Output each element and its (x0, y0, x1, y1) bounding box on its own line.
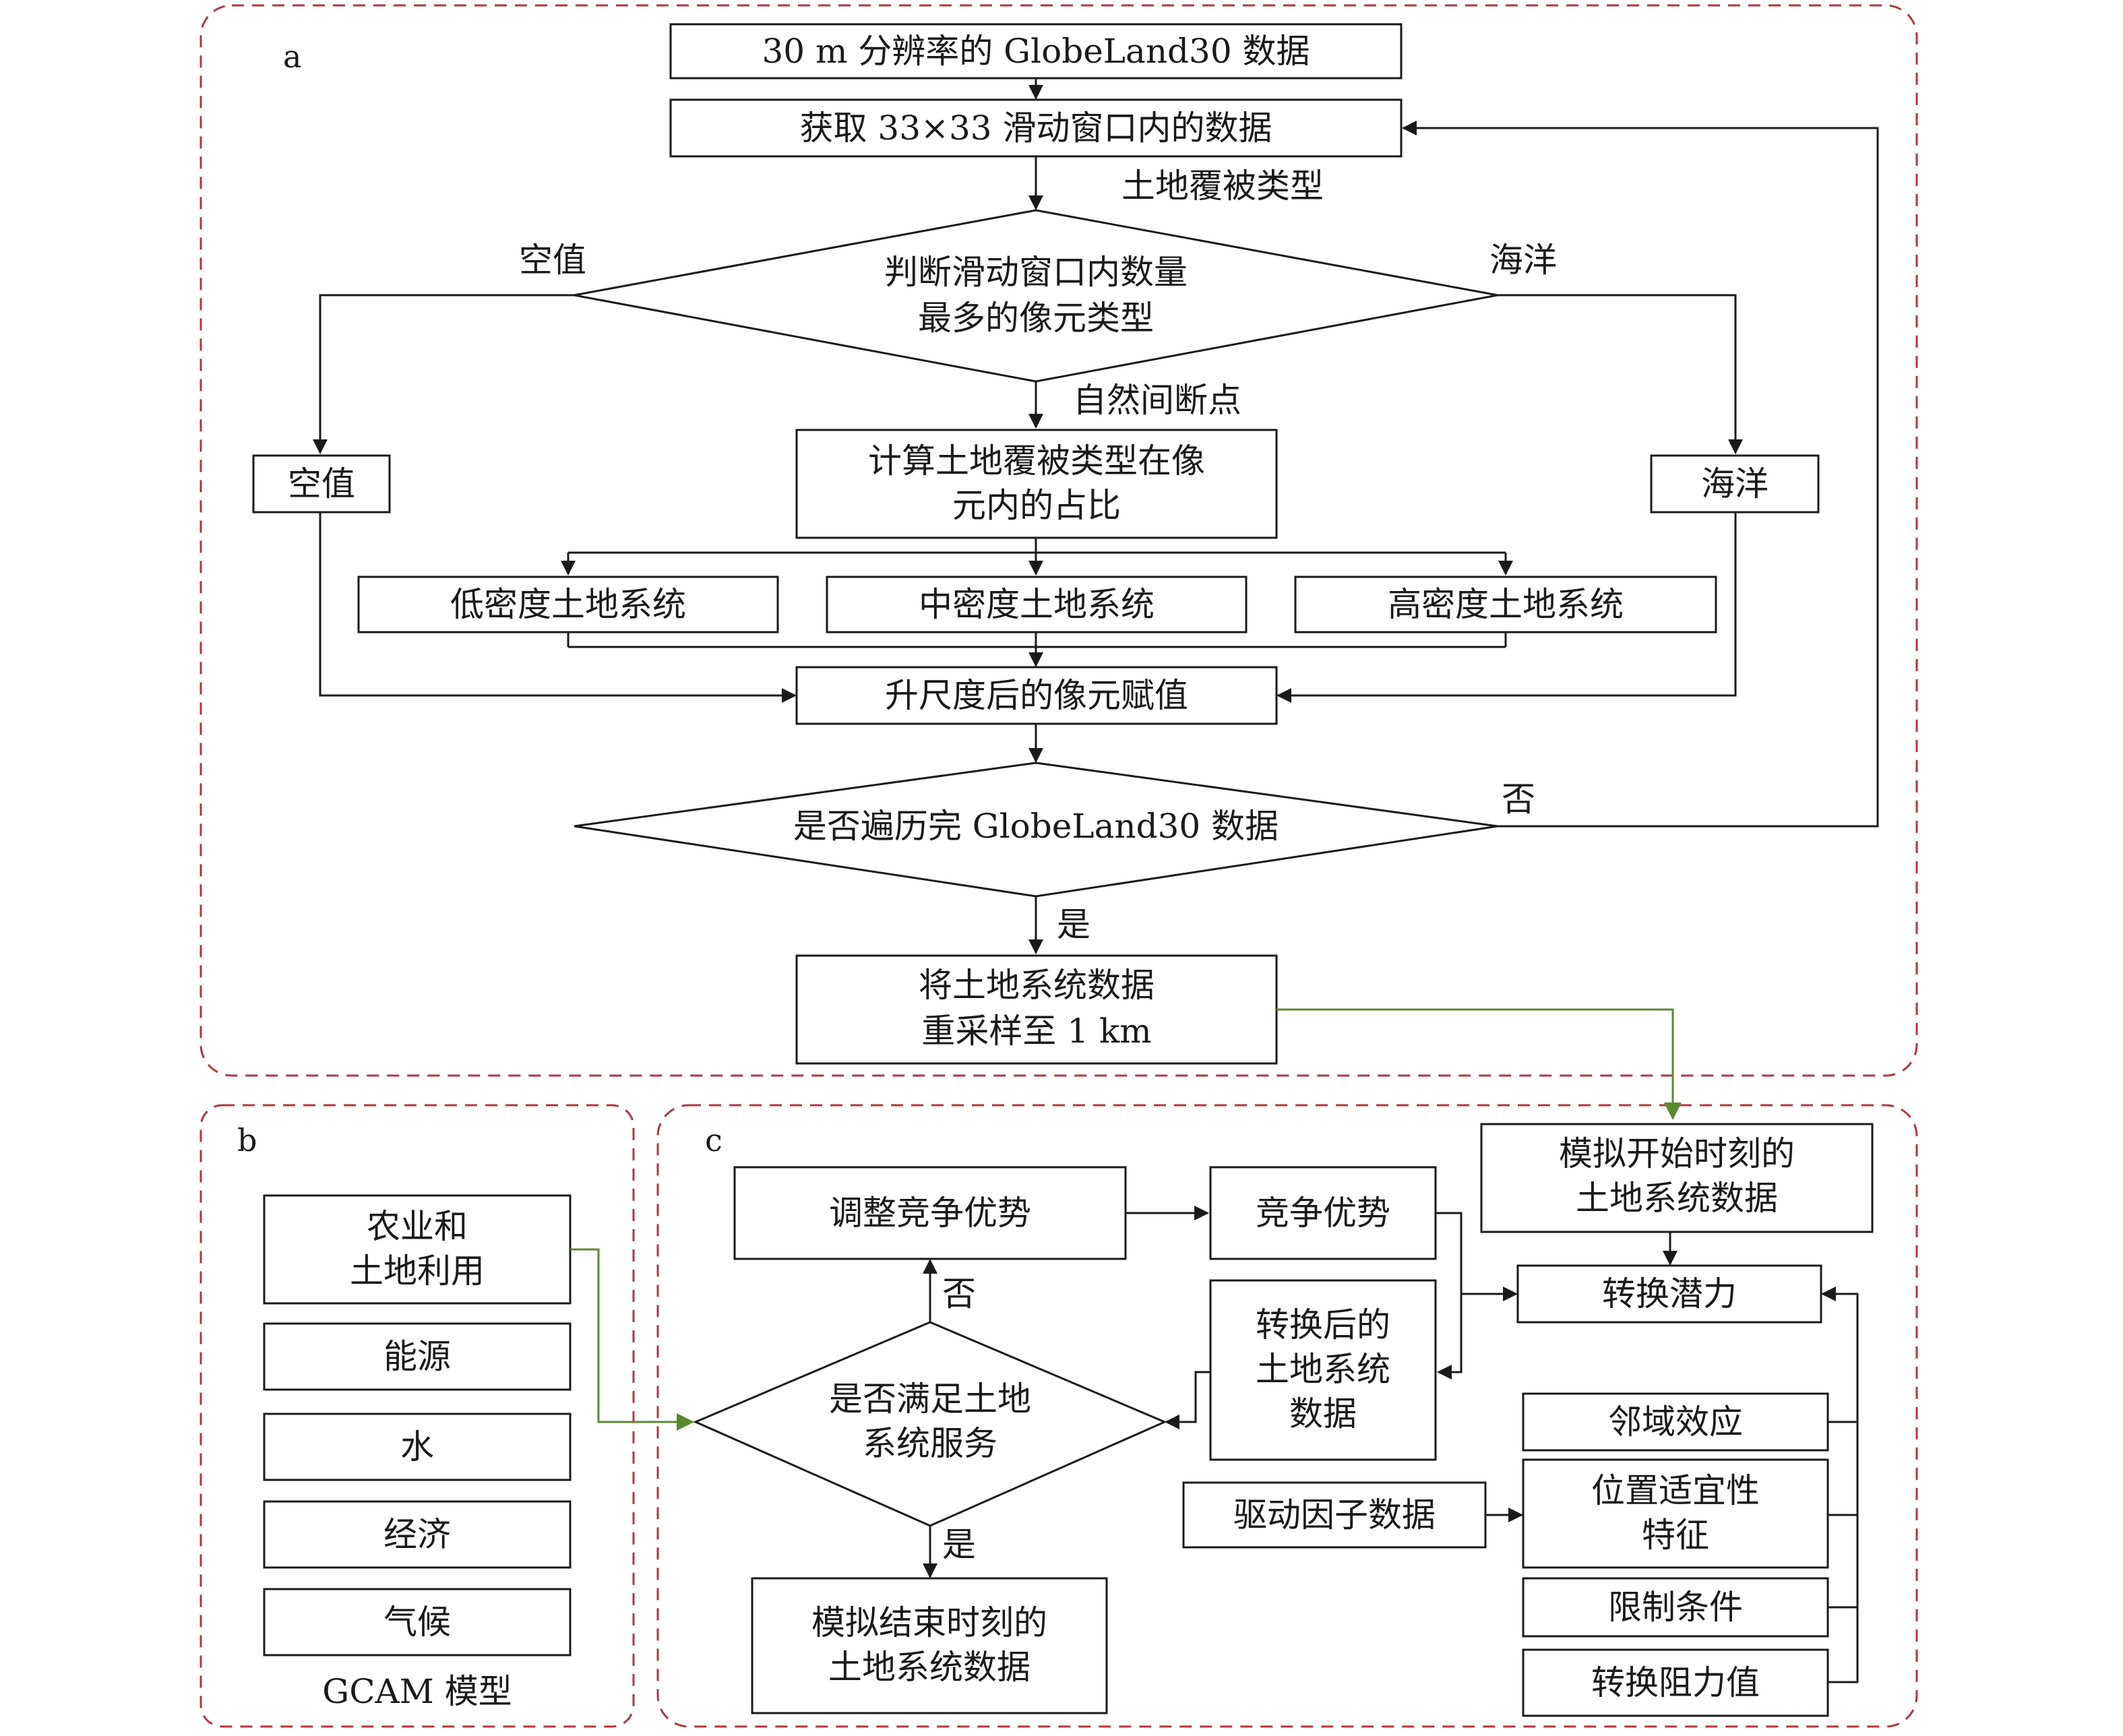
conversion-potential-text: 转换潜力 (1602, 1274, 1737, 1313)
panel-b-border (199, 1104, 635, 1728)
judge-text-line2: 最多的像元类型 (918, 299, 1154, 338)
green-arrow-gcam-to-satisfy (570, 1248, 694, 1431)
start-data-text-line1: 模拟开始时刻的 (1559, 1134, 1795, 1173)
climate-box: 气候 (263, 1588, 572, 1656)
start-data-box: 模拟开始时刻的 土地系统数据 (1480, 1123, 1874, 1233)
mid-density-text: 中密度土地系统 (919, 585, 1155, 624)
converted-data-box: 转换后的 土地系统 数据 (1209, 1279, 1437, 1461)
arrow-ocean-to-upscale (1276, 512, 1737, 703)
suitability-text-line1: 位置适宜性 (1591, 1471, 1760, 1510)
energy-box: 能源 (263, 1322, 572, 1391)
satisfy-text-line2: 系统服务 (863, 1424, 997, 1463)
neighborhood-effect-box: 邻域效应 (1522, 1392, 1829, 1452)
adjust-advantage-text: 调整竞争优势 (829, 1194, 1031, 1233)
arrow-judge-to-ocean (1498, 294, 1743, 454)
panel-b-label: b (237, 1122, 257, 1158)
end-data-text-line2: 土地系统数据 (828, 1648, 1030, 1687)
edge-null-label: 空值 (519, 241, 586, 280)
converted-text-line3: 数据 (1289, 1394, 1357, 1433)
high-density-text: 高密度土地系统 (1388, 585, 1624, 624)
adjust-advantage-box: 调整竞争优势 (733, 1166, 1127, 1260)
end-data-text-line1: 模拟结束时刻的 (811, 1603, 1047, 1642)
end-data-box: 模拟结束时刻的 土地系统数据 (751, 1577, 1108, 1714)
green-arrow-resample-to-start (1276, 1008, 1682, 1120)
resample-text-line2: 重采样至 1 km (921, 1012, 1151, 1051)
arrow-traverse-loop-back (1402, 121, 1879, 828)
ocean-box-text: 海洋 (1701, 464, 1768, 503)
driver-data-text: 驱动因子数据 (1233, 1495, 1436, 1534)
globeland-data-box: 30 m 分辨率的 GlobeLand30 数据 (669, 23, 1403, 80)
driver-data-box: 驱动因子数据 (1182, 1481, 1487, 1549)
null-box: 空值 (252, 454, 391, 514)
sliding-window-text: 获取 33×33 滑动窗口内的数据 (800, 108, 1272, 148)
low-density-text: 低密度土地系统 (450, 585, 686, 624)
competitive-advantage-text: 竞争优势 (1256, 1194, 1390, 1233)
conversion-potential-box: 转换潜力 (1516, 1264, 1822, 1324)
economy-text: 经济 (383, 1515, 451, 1554)
judge-text-line1: 判断滑动窗口内数量 (884, 253, 1188, 292)
calc-text-line1: 计算土地覆被类型在像 (868, 441, 1205, 480)
water-box: 水 (263, 1413, 572, 1481)
agri-text-line1: 农业和 (367, 1207, 468, 1246)
agri-landuse-box: 农业和 土地利用 (263, 1194, 572, 1305)
upscale-box: 升尺度后的像元赋值 (795, 666, 1278, 725)
gcam-model-caption: GCAM 模型 (322, 1672, 512, 1711)
judge-diamond: 判断滑动窗口内数量 最多的像元类型 (574, 209, 1498, 383)
suitability-box: 位置适宜性 特征 (1522, 1458, 1829, 1569)
upscale-text: 升尺度后的像元赋值 (885, 676, 1188, 715)
climate-text: 气候 (383, 1603, 451, 1642)
arrow-converted-to-satisfy (1165, 1371, 1210, 1429)
competitive-advantage-box: 竞争优势 (1209, 1166, 1437, 1260)
economy-box: 经济 (263, 1500, 572, 1569)
low-density-box: 低密度土地系统 (357, 576, 779, 633)
high-density-box: 高密度土地系统 (1294, 576, 1717, 633)
resample-text-line1: 将土地系统数据 (919, 966, 1155, 1005)
panel-a-border (199, 4, 1918, 1077)
suitability-text-line2: 特征 (1642, 1516, 1709, 1555)
line-compete-right (1436, 1212, 1463, 1380)
sliding-window-box: 获取 33×33 滑动窗口内的数据 (669, 98, 1403, 158)
neighborhood-effect-text: 邻域效应 (1608, 1402, 1743, 1442)
resistance-box: 转换阻力值 (1522, 1648, 1829, 1717)
agri-text-line2: 土地利用 (350, 1251, 485, 1291)
ocean-box: 海洋 (1650, 454, 1820, 514)
water-text: 水 (400, 1427, 434, 1466)
edge-ocean-label: 海洋 (1489, 241, 1557, 280)
edge-landcover-label: 土地覆被类型 (1121, 166, 1324, 206)
edge-yes-label-a: 是 (1057, 905, 1090, 944)
calc-proportion-box: 计算土地覆被类型在像 元内的占比 (795, 429, 1278, 539)
satisfy-service-diamond: 是否满足土地 系统服务 (693, 1321, 1167, 1527)
satisfy-text-line1: 是否满足土地 (829, 1380, 1031, 1419)
converted-text-line1: 转换后的 (1256, 1305, 1390, 1344)
traverse-text: 是否遍历完 GlobeLand30 数据 (793, 807, 1279, 846)
factor-collector (1821, 1286, 1859, 1683)
calc-text-line2: 元内的占比 (952, 486, 1121, 525)
panel-c-border (656, 1104, 1918, 1728)
edge-yes-label-c: 是 (942, 1525, 976, 1564)
panel-c-label: c (705, 1122, 722, 1158)
start-data-text-line2: 土地系统数据 (1576, 1179, 1778, 1218)
edge-breakpoint-label: 自然间断点 (1073, 381, 1241, 420)
resistance-text: 转换阻力值 (1591, 1663, 1760, 1702)
constraints-text: 限制条件 (1608, 1588, 1743, 1627)
mid-density-box: 中密度土地系统 (826, 576, 1248, 633)
energy-text: 能源 (383, 1337, 451, 1376)
constraints-box: 限制条件 (1522, 1577, 1829, 1638)
edge-no-label-a: 否 (1502, 780, 1535, 819)
converted-text-line2: 土地系统 (1256, 1350, 1390, 1389)
arrow-judge-to-null (313, 294, 574, 454)
arrow-null-to-upscale (319, 512, 797, 703)
globeland-data-text: 30 m 分辨率的 GlobeLand30 数据 (762, 32, 1310, 71)
resample-box: 将土地系统数据 重采样至 1 km (795, 954, 1278, 1065)
panel-a-label: a (283, 38, 301, 75)
edge-no-label-c: 否 (942, 1274, 976, 1313)
traverse-diamond: 是否遍历完 GlobeLand30 数据 (574, 762, 1498, 898)
null-box-text: 空值 (288, 464, 355, 503)
